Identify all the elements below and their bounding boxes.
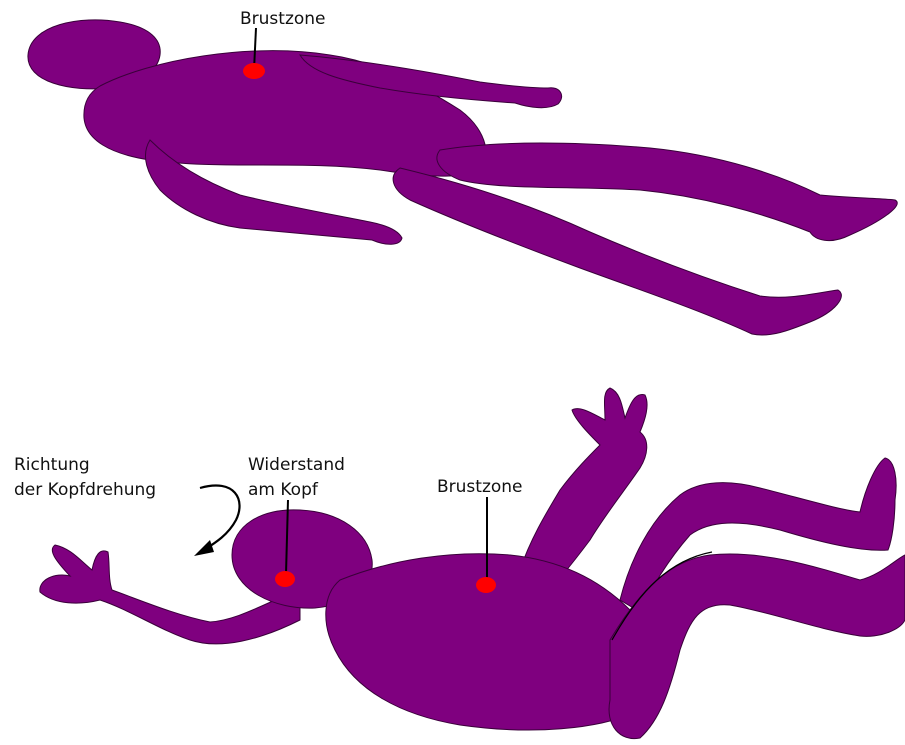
bottom-brustzone-marker xyxy=(476,577,496,593)
rotation-label-line1: Richtung xyxy=(14,455,90,475)
resistance-label-line1: Widerstand xyxy=(248,455,345,475)
top-figure-torso xyxy=(84,51,486,176)
bottom-figure xyxy=(40,388,905,739)
top-brustzone-label: Brustzone xyxy=(240,9,326,29)
rotation-label-line2: der Kopfdrehung xyxy=(14,480,156,500)
bottom-brustzone-label: Brustzone xyxy=(437,477,523,497)
top-brustzone-marker xyxy=(243,63,265,79)
kopf-marker xyxy=(275,571,295,587)
top-figure xyxy=(28,20,897,335)
resistance-label-line2: am Kopf xyxy=(248,480,319,500)
